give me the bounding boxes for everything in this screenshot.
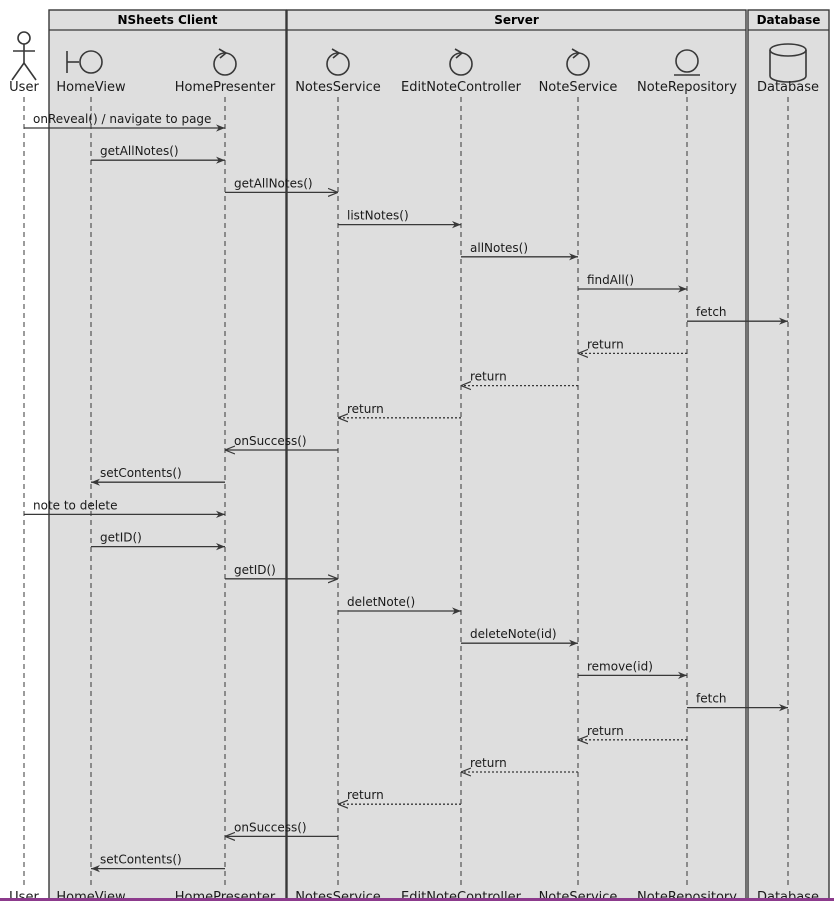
participant-user-label: User xyxy=(9,80,39,95)
box-client-title: NSheets Client xyxy=(117,13,217,27)
message-label: onReveal() / navigate to page xyxy=(33,112,211,126)
message-label: getID() xyxy=(100,531,142,545)
box-client xyxy=(48,9,287,901)
participant-notesservice-footer-label: NotesService xyxy=(295,890,381,901)
participant-user-footer-label: User xyxy=(9,890,39,901)
message-label: onSuccess() xyxy=(234,434,307,448)
message-label: return xyxy=(470,756,507,770)
participant-noterepository-label: NoteRepository xyxy=(637,80,737,95)
message-10: return xyxy=(338,402,461,418)
control-icon xyxy=(213,48,237,76)
participant-homeview-footer-label: HomeView xyxy=(56,890,126,901)
message-6: findAll() xyxy=(578,273,687,293)
message-label: getAllNotes() xyxy=(100,144,179,158)
message-label: allNotes() xyxy=(470,241,528,255)
participant-homepresenter-footer-label: HomePresenter xyxy=(175,890,276,901)
message-label: setContents() xyxy=(100,466,182,480)
participant-editnotecontroller-label: EditNoteController xyxy=(401,80,522,95)
message-22: return xyxy=(338,788,461,804)
participant-noteservice-footer-label: NoteService xyxy=(539,890,618,901)
message-20: return xyxy=(578,724,687,740)
control-icon xyxy=(326,48,350,76)
actor-icon xyxy=(11,31,37,81)
message-13: note to delete xyxy=(24,498,225,519)
participant-homepresenter-label: HomePresenter xyxy=(175,80,276,95)
message-16: deletNote() xyxy=(338,595,461,615)
control-icon xyxy=(449,48,473,76)
box-server-title: Server xyxy=(494,13,539,27)
message-8: return xyxy=(578,337,687,353)
box-server xyxy=(286,9,747,901)
boundary-icon xyxy=(66,50,103,74)
message-label: fetch xyxy=(696,305,727,319)
message-label: return xyxy=(587,724,624,738)
message-label: return xyxy=(347,788,384,802)
control-icon xyxy=(566,48,590,76)
message-7: fetch xyxy=(687,305,788,325)
message-23: onSuccess() xyxy=(225,820,338,836)
message-17: deleteNote(id) xyxy=(461,627,578,647)
entity-icon xyxy=(674,49,700,76)
message-12: setContents() xyxy=(91,466,225,486)
message-9: return xyxy=(461,370,578,386)
message-14: getID() xyxy=(91,531,225,551)
message-label: onSuccess() xyxy=(234,820,307,834)
message-label: findAll() xyxy=(587,273,634,287)
participant-database-footer-label: Database xyxy=(757,890,819,901)
message-11: onSuccess() xyxy=(225,434,338,450)
message-5: allNotes() xyxy=(461,241,578,261)
message-label: setContents() xyxy=(100,853,182,867)
box-db-title: Database xyxy=(757,13,821,27)
message-24: setContents() xyxy=(91,853,225,873)
message-label: note to delete xyxy=(33,498,118,512)
message-label: return xyxy=(587,337,624,351)
message-label: return xyxy=(347,402,384,416)
box-db xyxy=(747,9,830,901)
message-15: getID() xyxy=(225,563,338,579)
message-21: return xyxy=(461,756,578,772)
participant-noterepository-footer-label: NoteRepository xyxy=(637,890,737,901)
message-2: getAllNotes() xyxy=(91,144,225,164)
message-label: getAllNotes() xyxy=(234,176,313,190)
message-label: deletNote() xyxy=(347,595,415,609)
message-label: fetch xyxy=(696,692,727,706)
participant-editnotecontroller-footer-label: EditNoteController xyxy=(401,890,522,901)
message-19: fetch xyxy=(687,692,788,712)
message-18: remove(id) xyxy=(578,659,687,680)
message-label: listNotes() xyxy=(347,209,409,223)
database-icon xyxy=(769,43,807,83)
bottom-accent-bar xyxy=(0,898,834,901)
message-label: getID() xyxy=(234,563,276,577)
message-1: onReveal() / navigate to page xyxy=(24,112,225,132)
message-label: remove(id) xyxy=(587,659,653,673)
participant-homeview-label: HomeView xyxy=(56,80,126,95)
message-label: deleteNote(id) xyxy=(470,627,557,641)
participant-noteservice-label: NoteService xyxy=(539,80,618,95)
participant-notesservice-label: NotesService xyxy=(295,80,381,95)
participant-database-label: Database xyxy=(757,80,819,95)
message-3: getAllNotes() xyxy=(225,176,338,192)
message-4: listNotes() xyxy=(338,209,461,229)
message-label: return xyxy=(470,370,507,384)
